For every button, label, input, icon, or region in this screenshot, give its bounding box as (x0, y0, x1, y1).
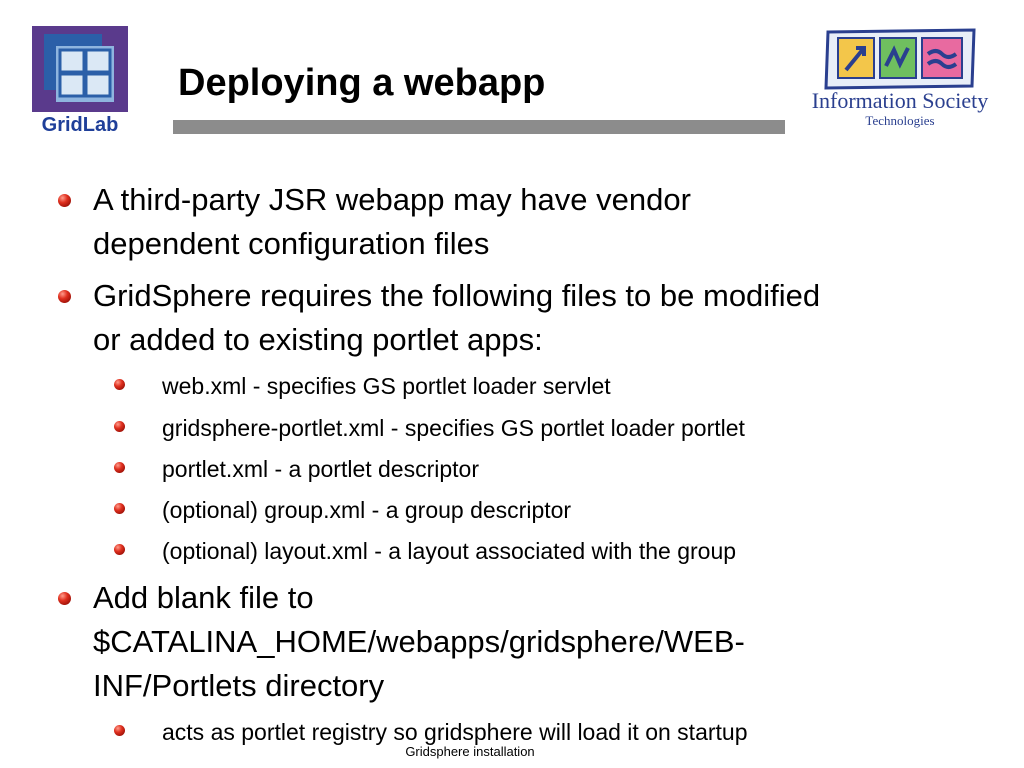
gridlab-logo: GridLab (30, 26, 130, 138)
slide-footer: Gridsphere installation (405, 744, 535, 759)
ist-logo: Information Society Technologies (802, 28, 998, 130)
bullet-line: or added to existing portlet apps: (93, 322, 543, 357)
red-sphere-bullet-icon (58, 194, 72, 210)
gridlab-logo-icon (32, 26, 128, 112)
bullet-line: portlet.xml - a portlet descriptor (162, 456, 480, 482)
sub-bullet-item: web.xml - specifies GS portlet loader se… (114, 371, 611, 401)
bullet-line: (optional) layout.xml - a layout associa… (162, 538, 737, 564)
bullet-line: (optional) group.xml - a group descripto… (162, 497, 572, 523)
bullet-line: acts as portlet registry so gridsphere w… (162, 719, 748, 745)
bullet-line: web.xml - specifies GS portlet loader se… (162, 373, 611, 399)
red-sphere-bullet-icon (114, 544, 125, 555)
ist-logo-subtitle: Technologies (865, 113, 935, 128)
slide-title: Deploying a webapp (178, 62, 546, 104)
red-sphere-bullet-icon (114, 379, 125, 390)
red-sphere-bullet-icon (58, 290, 72, 306)
sub-bullet-item: gridsphere-portlet.xml - specifies GS po… (114, 413, 745, 443)
bullet-item: GridSphere requires the following files … (58, 274, 821, 362)
bullet-item: Add blank file to $CATALINA_HOME/webapps… (58, 576, 745, 708)
gridlab-logo-text: GridLab (41, 114, 119, 136)
bullet-line: Add blank file to (93, 580, 314, 615)
red-sphere-bullet-icon (114, 503, 125, 514)
bullet-line: INF/Portlets directory (93, 668, 385, 703)
bullet-item: A third-party JSR webapp may have vendor… (58, 178, 691, 266)
sub-bullet-item: (optional) layout.xml - a layout associa… (114, 536, 737, 566)
red-sphere-bullet-icon (114, 462, 125, 473)
red-sphere-bullet-icon (114, 421, 125, 432)
red-sphere-bullet-icon (58, 592, 72, 608)
sub-bullet-item: portlet.xml - a portlet descriptor (114, 454, 480, 484)
ist-logo-name: Information Society (811, 88, 989, 113)
bullet-line: GridSphere requires the following files … (93, 278, 821, 313)
bullet-line: A third-party JSR webapp may have vendor (93, 182, 691, 217)
bullet-line: $CATALINA_HOME/webapps/gridsphere/WEB- (93, 624, 745, 659)
bullet-line: gridsphere-portlet.xml - specifies GS po… (162, 415, 745, 441)
ist-logo-icon (824, 28, 976, 90)
red-sphere-bullet-icon (114, 725, 125, 736)
bullet-line: dependent configuration files (93, 226, 490, 261)
title-rule (173, 120, 785, 134)
sub-bullet-item: acts as portlet registry so gridsphere w… (114, 717, 748, 747)
sub-bullet-item: (optional) group.xml - a group descripto… (114, 495, 572, 525)
